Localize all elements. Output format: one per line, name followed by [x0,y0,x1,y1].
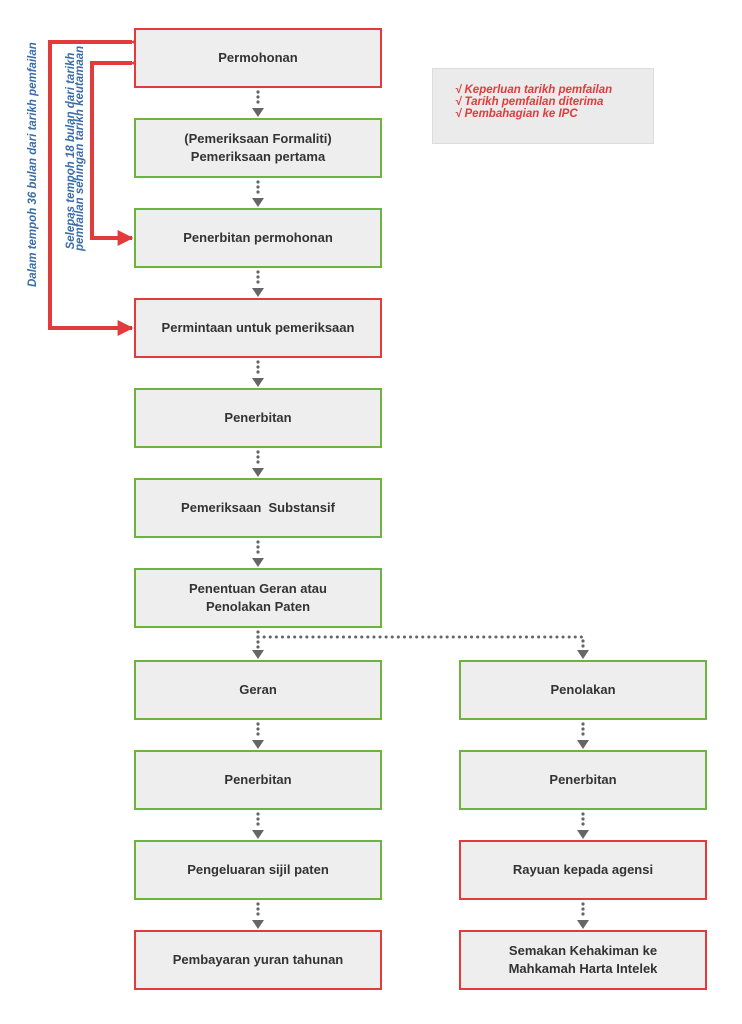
flow-arrow [252,722,264,749]
box-penerbitan-penolakan-label: Penerbitan [549,771,616,789]
box-penentuan-label: Penentuan Geran atau Penolakan Paten [189,580,327,615]
box-geran: Geran [134,660,382,720]
box-penentuan: Penentuan Geran atau Penolakan Paten [134,568,382,628]
box-semakan: Semakan Kehakiman ke Mahkamah Harta Inte… [459,930,707,990]
box-permintaan-pemeriksaan-label: Permintaan untuk pemeriksaan [162,319,355,337]
note-line: √ Tarikh pemfailan diterima [455,96,653,108]
box-penerbitan-penolakan: Penerbitan [459,750,707,810]
box-permintaan-pemeriksaan: Permintaan untuk pemeriksaan [134,298,382,358]
box-penerbitan-permohonan: Penerbitan permohonan [134,208,382,268]
box-penerbitan-permohonan-label: Penerbitan permohonan [183,229,333,247]
flow-arrow [577,639,589,659]
box-penerbitan-geran: Penerbitan [134,750,382,810]
outer-period-label: Dalam tempoh 36 bulan dari tarikh pemfai… [27,57,39,287]
box-pengeluaran-sijil-label: Pengeluaran sijil paten [187,861,329,879]
box-pengeluaran-sijil: Pengeluaran sijil paten [134,840,382,900]
box-pembayaran: Pembayaran yuran tahunan [134,930,382,990]
box-penerbitan-geran-label: Penerbitan [224,771,291,789]
box-penerbitan-label: Penerbitan [224,409,291,427]
box-pembayaran-label: Pembayaran yuran tahunan [173,951,344,969]
flow-arrow [577,722,589,749]
box-penolakan-label: Penolakan [550,681,615,699]
flow-arrow [252,450,264,477]
flow-arrow [252,902,264,929]
box-pemeriksaan-pertama-label: (Pemeriksaan Formaliti) Pemeriksaan pert… [184,130,331,165]
box-permohonan-label: Permohonan [218,49,297,67]
box-pemeriksaan-substansif: Pemeriksaan Substansif [134,478,382,538]
filing-requirements-note: √ Keperluan tarikh pemfailan √ Tarikh pe… [432,68,654,144]
flow-arrow [252,180,264,207]
box-permohonan: Permohonan [134,28,382,88]
box-pemeriksaan-substansif-label: Pemeriksaan Substansif [181,499,335,517]
box-penolakan: Penolakan [459,660,707,720]
box-geran-label: Geran [239,681,277,699]
box-rayuan-label: Rayuan kepada agensi [513,861,653,879]
flow-arrow [577,902,589,929]
box-pemeriksaan-pertama: (Pemeriksaan Formaliti) Pemeriksaan pert… [134,118,382,178]
flow-arrow [252,540,264,567]
inner-bracket-line [92,63,132,238]
note-line: √ Pembahagian ke IPC [455,108,653,120]
flow-arrow [252,270,264,297]
flow-arrow [577,812,589,839]
box-rayuan: Rayuan kepada agensi [459,840,707,900]
flow-arrow [252,630,264,659]
flow-arrow [252,90,264,117]
flow-arrow [252,360,264,387]
inner-period-label-line2: pemfailan sehingan tarikh keutamaan [74,51,86,251]
note-line: √ Keperluan tarikh pemfailan [455,84,653,96]
box-semakan-label: Semakan Kehakiman ke Mahkamah Harta Inte… [509,942,658,977]
flow-arrow [252,812,264,839]
box-penerbitan: Penerbitan [134,388,382,448]
